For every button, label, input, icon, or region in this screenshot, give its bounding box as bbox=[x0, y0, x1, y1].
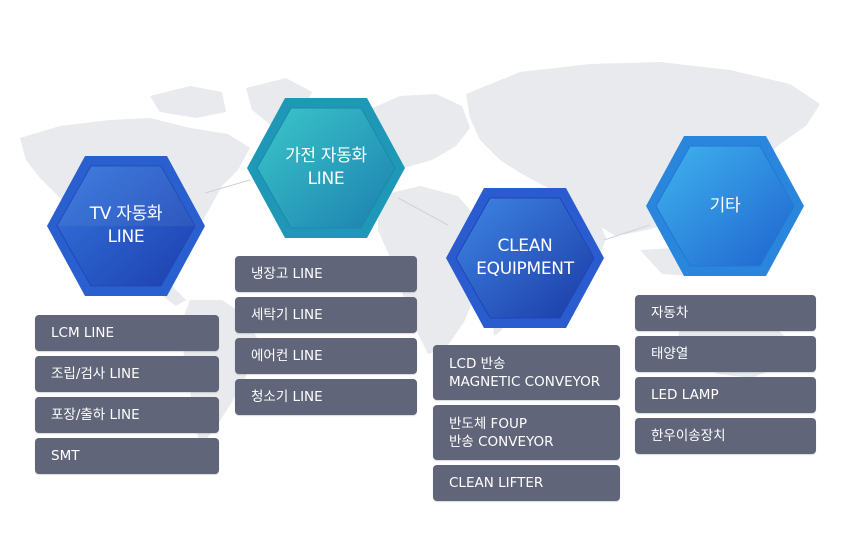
hexagon-etc[interactable]: 기타 bbox=[644, 134, 806, 278]
hexagon-clean-title: CLEAN EQUIPMENT bbox=[444, 186, 606, 330]
title-line: 기타 bbox=[709, 195, 741, 216]
item-text: MAGNETIC CONVEYOR bbox=[449, 373, 601, 390]
item-text: 조립/검사 LINE bbox=[51, 366, 140, 382]
item-text: 반도체 FOUP bbox=[449, 415, 527, 432]
list-item-smt[interactable]: SMT bbox=[35, 438, 219, 474]
list-item-lcm-line[interactable]: LCM LINE bbox=[35, 315, 219, 351]
list-item-lcd-magnetic-conveyor[interactable]: LCD 반송 MAGNETIC CONVEYOR bbox=[433, 345, 620, 400]
list-item-solar-heat[interactable]: 태양열 bbox=[635, 336, 816, 372]
list-item-assembly-inspection-line[interactable]: 조립/검사 LINE bbox=[35, 356, 219, 392]
list-item-air-conditioner-line[interactable]: 에어컨 LINE bbox=[235, 338, 417, 374]
item-text: 포장/출하 LINE bbox=[51, 407, 140, 423]
title-line: EQUIPMENT bbox=[476, 259, 574, 279]
hexagon-shape bbox=[47, 156, 205, 296]
list-tv-automation: LCM LINE 조립/검사 LINE 포장/출하 LINE SMT bbox=[35, 315, 219, 474]
list-item-led-lamp[interactable]: LED LAMP bbox=[635, 377, 816, 413]
title-line: CLEAN bbox=[497, 236, 553, 256]
item-text: 한우이송장치 bbox=[651, 428, 726, 444]
hexagon-tv-title: TV 자동화 LINE bbox=[45, 154, 207, 298]
item-text: 태양열 bbox=[651, 346, 689, 362]
title-line: LINE bbox=[307, 169, 345, 189]
item-text: 에어컨 LINE bbox=[251, 348, 323, 364]
hexagon-etc-title: 기타 bbox=[644, 134, 806, 278]
title-line: 가전 자동화 bbox=[285, 146, 367, 166]
title-line: TV 자동화 bbox=[89, 204, 163, 224]
hexagon-appliance-title: 가전 자동화 LINE bbox=[245, 96, 407, 240]
list-item-cattle-transfer-device[interactable]: 한우이송장치 bbox=[635, 418, 816, 454]
item-text: LCD 반송 bbox=[449, 355, 506, 372]
hexagon-shape bbox=[646, 136, 804, 276]
item-text: 냉장고 LINE bbox=[251, 266, 323, 282]
item-text: CLEAN LIFTER bbox=[449, 475, 544, 491]
list-item-semiconductor-foup-conveyor[interactable]: 반도체 FOUP 반송 CONVEYOR bbox=[433, 405, 620, 460]
list-item-packing-shipping-line[interactable]: 포장/출하 LINE bbox=[35, 397, 219, 433]
item-text: SMT bbox=[51, 448, 80, 464]
list-item-automobile[interactable]: 자동차 bbox=[635, 295, 816, 331]
hexagon-clean-equipment[interactable]: CLEAN EQUIPMENT bbox=[444, 186, 606, 330]
item-text: LED LAMP bbox=[651, 387, 719, 403]
list-item-washing-machine-line[interactable]: 세탁기 LINE bbox=[235, 297, 417, 333]
title-line: LINE bbox=[107, 227, 145, 247]
item-text: LCM LINE bbox=[51, 325, 115, 341]
list-item-refrigerator-line[interactable]: 냉장고 LINE bbox=[235, 256, 417, 292]
list-appliance-automation: 냉장고 LINE 세탁기 LINE 에어컨 LINE 청소기 LINE bbox=[235, 256, 417, 415]
list-item-vacuum-cleaner-line[interactable]: 청소기 LINE bbox=[235, 379, 417, 415]
list-item-clean-lifter[interactable]: CLEAN LIFTER bbox=[433, 465, 620, 501]
hexagon-tv-automation[interactable]: TV 자동화 LINE bbox=[45, 154, 207, 298]
item-text: 세탁기 LINE bbox=[251, 307, 323, 323]
item-text: 반송 CONVEYOR bbox=[449, 433, 554, 450]
list-clean-equipment: LCD 반송 MAGNETIC CONVEYOR 반도체 FOUP 반송 CON… bbox=[433, 345, 620, 501]
hexagon-shape bbox=[247, 98, 405, 238]
hexagon-shape bbox=[446, 188, 604, 328]
item-text: 자동차 bbox=[651, 305, 689, 321]
list-etc: 자동차 태양열 LED LAMP 한우이송장치 bbox=[635, 295, 816, 454]
item-text: 청소기 LINE bbox=[251, 389, 323, 405]
hexagon-appliance-automation[interactable]: 가전 자동화 LINE bbox=[245, 96, 407, 240]
